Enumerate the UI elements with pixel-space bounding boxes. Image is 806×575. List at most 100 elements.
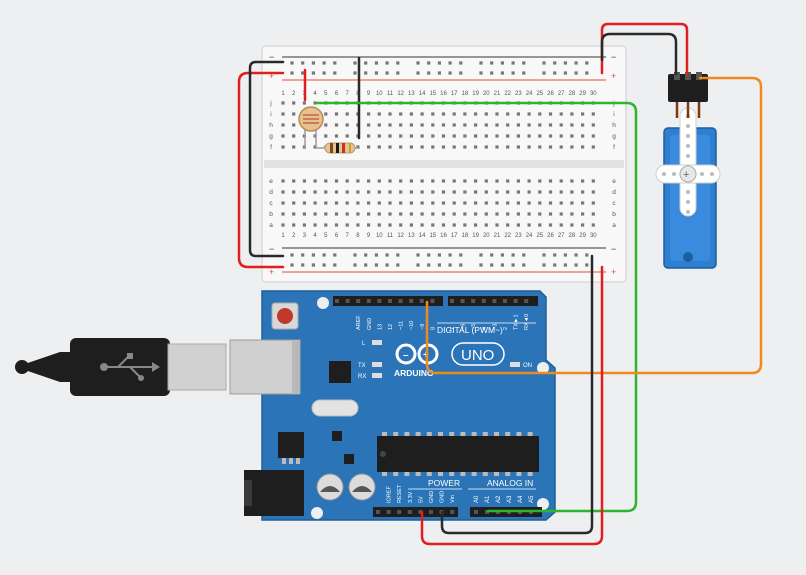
terminal-hole <box>581 212 585 216</box>
column-number: 10 <box>376 91 383 97</box>
terminal-hole <box>388 123 392 127</box>
terminal-hole <box>345 123 349 127</box>
row-letter: a <box>269 222 273 229</box>
rail-hole <box>301 263 305 267</box>
wire-orange-servo-signal[interactable] <box>425 76 763 375</box>
wire-black-gnd[interactable] <box>440 254 594 535</box>
terminal-hole <box>409 145 413 149</box>
chip-pin <box>494 472 499 476</box>
header-pin-hole <box>450 299 454 303</box>
resistor[interactable] <box>316 142 360 154</box>
capacitor-right-marking <box>352 486 372 492</box>
rail-hole <box>311 253 315 257</box>
terminal-hole <box>559 112 563 116</box>
terminal-hole <box>463 179 467 183</box>
usb-cable[interactable] <box>15 338 227 396</box>
atmega-microcontroller <box>377 436 539 472</box>
wire-black-servo-gnd[interactable] <box>600 32 678 76</box>
power-pin-label: GND <box>440 491 446 503</box>
horn-hole <box>686 124 690 128</box>
header-pin-hole <box>345 299 350 303</box>
rail-hole <box>301 253 305 257</box>
column-number: 30 <box>590 233 597 239</box>
terminal-hole <box>570 123 574 127</box>
header-pin-hole <box>377 299 382 303</box>
column-number: 9 <box>367 91 371 97</box>
column-number: 26 <box>547 233 554 239</box>
terminal-hole <box>559 123 563 127</box>
reset-button[interactable] <box>277 308 293 324</box>
rail-hole <box>374 61 378 65</box>
terminal-hole <box>474 134 478 138</box>
terminal-hole <box>548 212 553 216</box>
terminal-hole <box>420 145 424 149</box>
analog-pin-label: A4 <box>518 495 524 503</box>
terminal-hole <box>548 123 553 127</box>
micro-servo[interactable]: + <box>655 72 721 269</box>
rail-hole <box>385 61 389 65</box>
column-number: 24 <box>526 233 533 239</box>
wire-red-5v[interactable] <box>420 265 604 546</box>
terminal-hole <box>506 179 510 183</box>
column-number: 19 <box>472 91 479 97</box>
terminal-hole <box>559 145 563 149</box>
wire-red-servo-vcc[interactable] <box>600 22 689 76</box>
chip-pin <box>415 472 421 476</box>
photoresistor[interactable] <box>298 106 324 148</box>
power-pin-label: RESET <box>397 484 403 503</box>
arduino-logo: – + ARDUINO UNO <box>394 342 505 378</box>
terminal-hole <box>399 179 403 183</box>
terminal-hole <box>527 179 531 183</box>
rail-hole <box>364 263 368 267</box>
horn-hole <box>672 172 676 176</box>
terminal-hole <box>559 179 563 183</box>
terminal-hole <box>516 112 520 116</box>
terminal-hole <box>538 145 542 149</box>
rail-hole <box>385 71 389 75</box>
column-number: 7 <box>346 91 350 97</box>
wire-green-analog[interactable] <box>314 101 638 513</box>
chip-pin <box>494 432 499 436</box>
terminal-hole <box>527 190 531 194</box>
terminal-hole <box>367 145 371 149</box>
terminal-hole <box>463 112 467 116</box>
wire-black-left-rails[interactable] <box>248 60 285 258</box>
terminal-hole <box>591 212 595 216</box>
rail-hole <box>301 71 305 75</box>
usb-symbol-icon <box>100 353 160 381</box>
rail-hole <box>364 71 368 75</box>
header-pin-hole <box>492 299 497 303</box>
rail-hole <box>553 61 557 65</box>
rail-hole <box>500 253 504 257</box>
header-pin-hole <box>386 510 391 514</box>
rail-hole <box>290 61 294 65</box>
terminal-hole <box>527 145 531 149</box>
usb-symbol-dot <box>100 363 108 371</box>
analog-pin-label: A5 <box>529 495 535 503</box>
rail-hole <box>479 253 483 257</box>
rail-hole <box>437 61 441 65</box>
terminal-hole <box>292 123 296 127</box>
terminal-hole <box>463 134 467 138</box>
terminal-hole <box>559 190 563 194</box>
terminal-hole <box>452 212 456 216</box>
terminal-hole <box>281 123 285 127</box>
column-number: 20 <box>483 233 490 239</box>
terminal-hole <box>334 190 339 194</box>
rail-plus-top-right: + <box>611 71 616 81</box>
terminal-hole <box>356 212 360 216</box>
rail-hole <box>448 71 452 75</box>
terminal-hole <box>399 223 403 227</box>
chip-pin <box>404 472 410 476</box>
column-number: 20 <box>483 91 490 97</box>
power-label: POWER <box>428 478 460 488</box>
wire-red-left-rails[interactable] <box>237 71 285 269</box>
digital-pin-label: RX◄0 <box>524 314 530 330</box>
terminal-hole <box>570 145 574 149</box>
breadboard[interactable]: 1122334455667788991010111112121313141415… <box>261 45 627 283</box>
terminal-hole <box>345 223 349 227</box>
terminal-hole <box>281 145 285 149</box>
